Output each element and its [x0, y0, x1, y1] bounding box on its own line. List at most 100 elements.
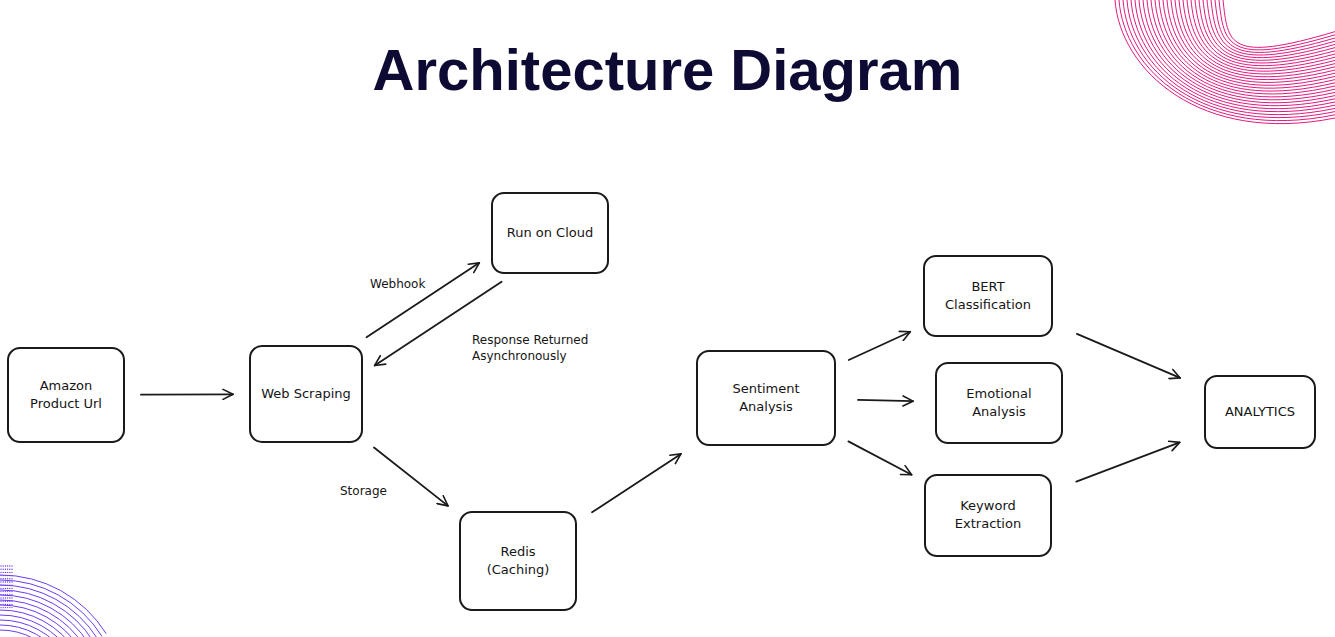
connector [848, 441, 911, 474]
process-box: Amazon Product Url [7, 347, 125, 443]
dot-decoration [0, 604, 1, 605]
dot-decoration [0, 575, 1, 576]
wave-decoration [1195, 0, 1335, 66]
dot-decoration [0, 591, 1, 592]
wave-decoration [1139, 0, 1335, 106]
wave-decoration [1119, 0, 1335, 121]
process-box: Run on Cloud [491, 192, 609, 274]
dot-decoration [3, 581, 4, 582]
dot-decoration [5, 607, 6, 608]
dot-decoration [0, 585, 1, 586]
dot-decoration [0, 565, 1, 566]
dot-decoration [3, 578, 4, 579]
dot-decoration [7, 601, 8, 602]
dot-decoration [7, 585, 8, 586]
connector [367, 263, 480, 337]
dot-decoration [7, 565, 8, 566]
wave-decoration [1131, 0, 1335, 112]
dot-decoration [3, 594, 4, 595]
dot-decoration [5, 585, 6, 586]
wave-decoration [1219, 0, 1335, 50]
arc-decoration [0, 600, 85, 637]
arc-decoration [0, 590, 94, 637]
wave-decoration [1175, 0, 1335, 80]
dot-decoration [3, 588, 4, 589]
title: Architecture Diagram [0, 38, 1335, 102]
process-box: ANALYTICS [1204, 375, 1316, 449]
dot-decoration [0, 569, 1, 570]
dot-decoration [3, 575, 4, 576]
dot-decoration [3, 597, 4, 598]
dot-decoration [11, 578, 12, 579]
connector [849, 332, 911, 360]
dot-decoration [9, 578, 10, 579]
box-text: Emotional Analysis [947, 385, 1051, 421]
dot-decoration [7, 604, 8, 605]
process-box: Web Scraping [249, 345, 363, 443]
dot-decoration [0, 601, 1, 602]
wave-decoration [1171, 0, 1335, 82]
dot-decoration [11, 591, 12, 592]
dot-decoration [7, 572, 8, 573]
dot-decoration [9, 607, 10, 608]
box-text: Keyword Extraction [936, 497, 1040, 533]
dot-decoration [3, 565, 4, 566]
dot-decoration [11, 565, 12, 566]
dot-decoration [5, 565, 6, 566]
dot-decoration [3, 604, 4, 605]
dot-decoration [7, 581, 8, 582]
dot-decoration [11, 588, 12, 589]
arc-decoration [0, 605, 81, 637]
dot-decoration [11, 581, 12, 582]
dot-decoration [9, 565, 10, 566]
dot-decoration [5, 569, 6, 570]
dot-decoration [9, 591, 10, 592]
wave-decoration [1143, 0, 1335, 103]
dot-decoration [0, 594, 1, 595]
process-box: Redis (Caching) [459, 511, 577, 611]
dot-decoration [5, 591, 6, 592]
wave-decoration [1187, 0, 1335, 71]
dot-decoration [9, 575, 10, 576]
dot-decoration [9, 597, 10, 598]
arc-decoration [0, 575, 106, 634]
dot-decoration [9, 581, 10, 582]
dot-decoration [11, 585, 12, 586]
dot-decoration [7, 588, 8, 589]
connector [1077, 334, 1180, 378]
box-text: Web Scraping [261, 385, 351, 403]
wave-decoration [1215, 0, 1335, 52]
connector [141, 393, 233, 395]
box-text: Sentiment Analysis [708, 380, 824, 416]
dot-decoration [11, 597, 12, 598]
arc-decoration [0, 595, 89, 637]
dot-decoration [0, 578, 1, 579]
dot-decoration [3, 601, 4, 602]
dot-decoration [5, 601, 6, 602]
wave-decoration [1199, 0, 1335, 63]
wave-decoration [1135, 0, 1335, 109]
wave-decoration [1223, 0, 1335, 47]
wave-decoration [1191, 0, 1335, 68]
connector [592, 454, 681, 512]
box-text: Redis (Caching) [471, 543, 565, 579]
dot-decoration [5, 588, 6, 589]
wave-decoration [1151, 0, 1335, 97]
dot-decoration [5, 597, 6, 598]
wave-decoration [1155, 0, 1335, 94]
wave-decoration [1203, 0, 1335, 60]
dot-decoration [5, 575, 6, 576]
process-box: Emotional Analysis [935, 362, 1063, 444]
process-box: BERT Classification [923, 255, 1053, 337]
dot-decoration [7, 594, 8, 595]
connector [1076, 442, 1179, 481]
box-text: ANALYTICS [1225, 403, 1295, 421]
wave-decoration [1159, 0, 1335, 91]
dot-decoration [5, 581, 6, 582]
dot-decoration [3, 591, 4, 592]
arc-decoration [0, 585, 98, 637]
wave-decoration [1179, 0, 1335, 77]
dot-decoration [9, 569, 10, 570]
dot-decoration [0, 588, 1, 589]
dot-decoration [3, 569, 4, 570]
